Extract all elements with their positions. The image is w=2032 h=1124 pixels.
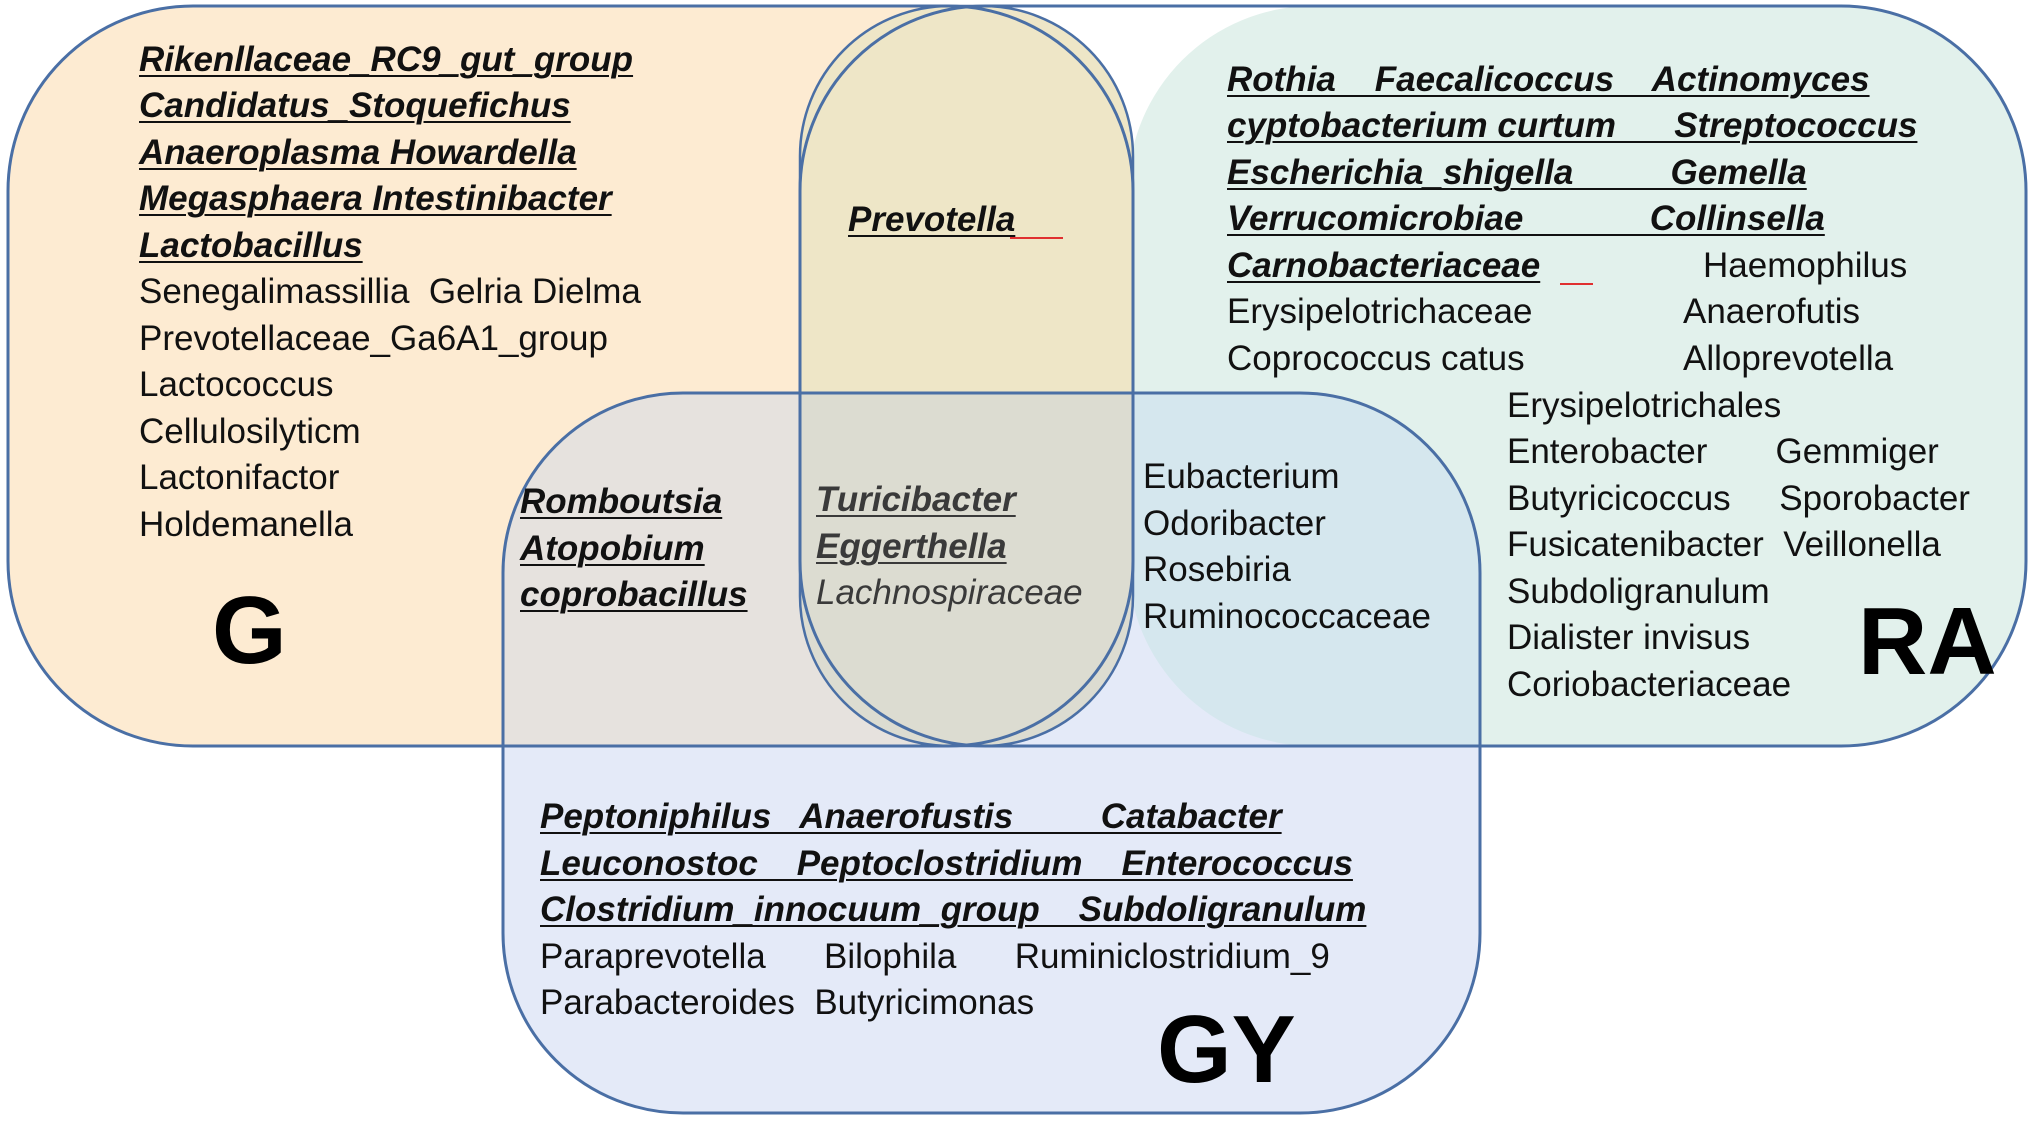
ra-gy-item-2: Odoribacter — [1143, 504, 1326, 543]
g-gy-item-1: Romboutsia — [520, 482, 723, 521]
gy-plain-1: Paraprevotella Bilophila Ruminiclostridi… — [540, 937, 1330, 976]
ra-highlight-1: Rothia Faecalicoccus Actinomyces — [1227, 60, 1870, 99]
ra-plain-right-2: Anaerofutis — [1683, 292, 1861, 331]
ra-lower-6: Dialister invisus — [1507, 618, 1751, 657]
ra-gy-item-3: Rosebiria — [1143, 550, 1291, 589]
g-plain-6: Holdemanella — [139, 505, 354, 544]
gy-highlight-2: Leuconostoc Peptoclostridium Enterococcu… — [540, 844, 1353, 883]
ra-highlight-3: Escherichia_shigella Gemella — [1227, 153, 1807, 192]
ra-lower-4: Fusicatenibacter Veillonella — [1507, 525, 1941, 564]
ra-lower-3: Butyricicoccus Sporobacter — [1507, 479, 1970, 518]
ra-lower-5: Subdoligranulum — [1507, 572, 1770, 611]
set-mid-outline — [798, 4, 1135, 748]
g-gy-item-2: Atopobium — [520, 529, 705, 568]
set-label-gy: GY — [1157, 996, 1296, 1103]
ra-plain-right-1: Haemophilus — [1703, 246, 1908, 285]
ra-lower-1: Erysipelotrichales — [1507, 386, 1782, 425]
ra-lower-2: Enterobacter Gemmiger — [1507, 432, 1939, 471]
set-label-ra: RA — [1858, 588, 1997, 695]
ra-plain-left-2: Coprococcus catus — [1227, 339, 1525, 378]
g-ra-item-1: Prevotella — [848, 200, 1016, 239]
ra-gy-item-1: Eubacterium — [1143, 457, 1340, 496]
g-highlight-2: Candidatus_Stoquefichus — [139, 86, 571, 125]
ra-highlight-5: Carnobacteriaceae — [1227, 246, 1541, 285]
g-plain-5: Lactonifactor — [139, 458, 340, 497]
all-plain-1: Lachnospiraceae — [816, 573, 1083, 612]
set-all-overlap-region — [800, 393, 1133, 746]
all-highlight-2: Eggerthella — [816, 527, 1007, 566]
g-plain-4: Cellulosilyticm — [139, 412, 361, 451]
ra-plain-right-3: Alloprevotella — [1683, 339, 1894, 378]
gy-highlight-1: Peptoniphilus Anaerofustis Catabacter — [540, 797, 1282, 836]
set-label-g: G — [212, 577, 287, 684]
ra-highlight-4: Verrucomicrobiae Collinsella — [1227, 199, 1825, 238]
all-highlight-1: Turicibacter — [816, 480, 1016, 519]
ra-plain-left-1: Erysipelotrichaceae — [1227, 292, 1533, 331]
gy-highlight-3: Clostridium_innocuum_group Subdoligranul… — [540, 890, 1367, 929]
set-gy-outline — [501, 391, 1482, 1115]
g-highlight-4: Megasphaera Intestinibacter — [139, 179, 612, 218]
g-highlight-5: Lactobacillus — [139, 226, 363, 265]
g-plain-3: Lactococcus — [139, 365, 334, 404]
g-plain-1: Senegalimassillia Gelria Dielma — [139, 272, 641, 311]
set-ra-gy-overlap-region — [1128, 393, 1480, 746]
ra-lower-7: Coriobacteriaceae — [1507, 665, 1792, 704]
ra-highlight-2: cyptobacterium curtum Streptococcus — [1227, 106, 1918, 145]
g-highlight-3: Anaeroplasma Howardella — [139, 133, 577, 172]
g-highlight-1: Rikenllaceae_RC9_gut_group — [139, 40, 634, 79]
g-gy-item-3: coprobacillus — [520, 575, 748, 614]
gy-plain-2: Parabacteroides Butyricimonas — [540, 983, 1035, 1022]
ra-gy-item-4: Ruminococcaceae — [1143, 597, 1431, 636]
g-plain-2: Prevotellaceae_Ga6A1_group — [139, 319, 608, 358]
